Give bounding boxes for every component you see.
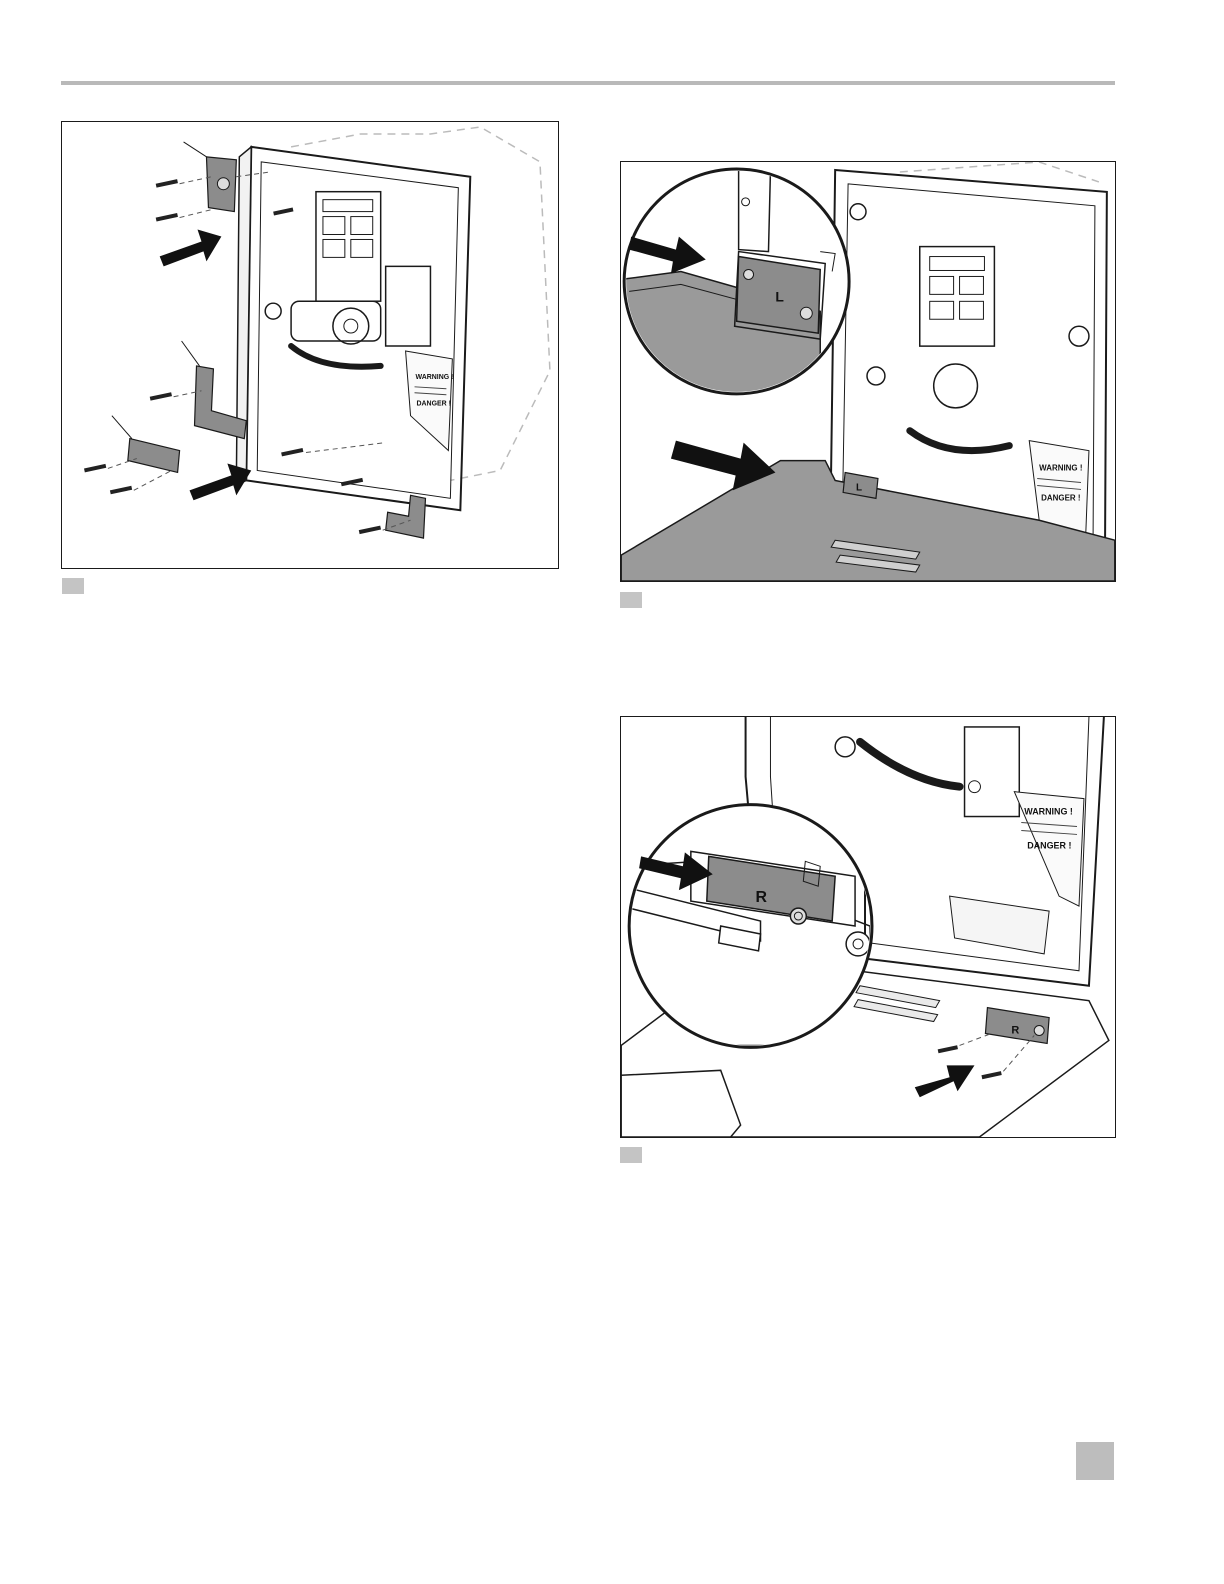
fig3-small-bracket-letter: R (1011, 1024, 1019, 1036)
fig3-magnified-bracket-letter: R (756, 889, 768, 906)
header-rule (61, 81, 1115, 85)
page-number-box (1076, 1442, 1114, 1480)
fig1-arrow-top (160, 230, 222, 267)
figure-3-illustration: WARNING ! DANGER ! R (621, 717, 1115, 1137)
fig2-small-bracket-letter: L (856, 482, 862, 493)
figure-1-panel-exploded: WARNING ! DANGER ! (61, 121, 559, 569)
fig3-danger-label: DANGER ! (1027, 840, 1071, 850)
fig2-warning-label: WARNING ! (1039, 464, 1082, 473)
figure-2-illustration: WARNING ! DANGER ! L L (621, 162, 1115, 581)
fig1-warning-label: WARNING ! (416, 374, 454, 381)
figure-2-caption-tag (620, 592, 642, 608)
figure-3-caption-tag (620, 1147, 642, 1163)
figure-1-illustration: WARNING ! DANGER ! (62, 122, 558, 568)
figure-2-bracket-install-left: WARNING ! DANGER ! L L (620, 161, 1116, 582)
figure-1-caption-tag (62, 578, 84, 594)
figure-3-bracket-install-right: WARNING ! DANGER ! R (620, 716, 1116, 1138)
fig3-warning-label: WARNING ! (1024, 807, 1073, 817)
fig2-magnified-bracket-letter: L (775, 288, 784, 304)
fig1-arrow-bottom (190, 463, 252, 500)
fig2-danger-label: DANGER ! (1041, 493, 1080, 502)
fig1-danger-label: DANGER ! (417, 401, 451, 408)
